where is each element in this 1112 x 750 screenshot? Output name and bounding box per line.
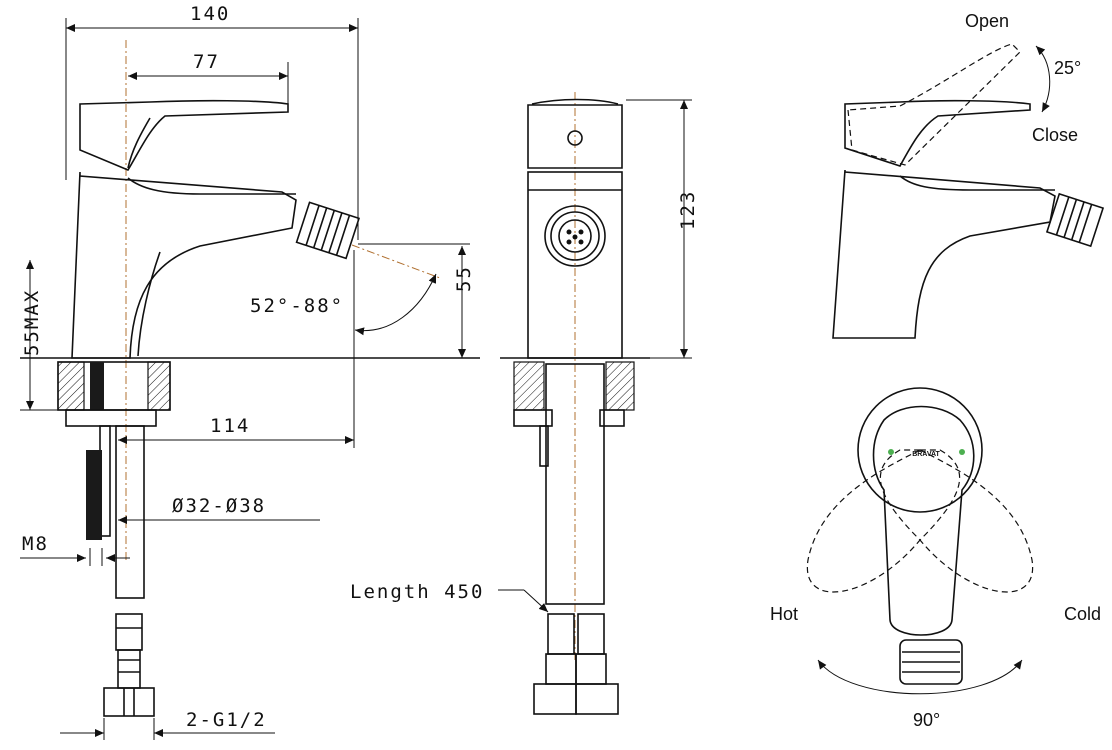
handle-side (79, 99, 289, 172)
lift-arc (1035, 45, 1051, 113)
handle-open-dashed (847, 43, 1021, 166)
top-body-circle (857, 387, 983, 513)
angle-arc-side (354, 273, 437, 336)
handle-screw-hole (567, 130, 583, 146)
dim-connector-text: 2-G1/2 (186, 709, 267, 731)
lever-hot-dashed (806, 449, 961, 593)
hose-connectors-front (533, 613, 619, 715)
faucet-body-rv (832, 169, 1056, 339)
hose-connector-side (103, 613, 155, 717)
faucet-body-side (71, 171, 297, 359)
lever-top (872, 405, 975, 636)
indicator-dot-right (959, 449, 965, 455)
indicator-dot-left (888, 449, 894, 455)
close-label: Close (1032, 125, 1078, 145)
mount-hatch-left (57, 361, 85, 411)
dim-m8-text: M8 (22, 533, 49, 555)
open-label: Open (965, 11, 1009, 31)
hot-label: Hot (770, 604, 798, 624)
dim-123-text: 123 (677, 190, 699, 230)
lift-angle-text: 25° (1054, 58, 1081, 78)
front-view: 123 Length 450 (350, 92, 699, 715)
aerator-side (295, 201, 361, 260)
dim-55-text: 55 (453, 265, 475, 292)
dim-55max-text: 55MAX (21, 289, 43, 356)
aerator-front (544, 205, 606, 267)
aerator-rv (1045, 192, 1105, 248)
dim-114-text: 114 (210, 415, 250, 437)
top-view: BRAVAT Hot Cold 90° (770, 387, 1101, 730)
hose-length-text: Length 450 (350, 581, 484, 603)
stud-rod (86, 450, 102, 540)
hose-side (115, 425, 145, 599)
spray-line (351, 244, 441, 279)
rotation-arc (817, 659, 1023, 695)
side-view: 140 77 55 52°-88° (20, 3, 480, 740)
dim-hole-text: Ø32-Ø38 (172, 495, 266, 517)
angle-spout-text: 52°-88° (250, 295, 344, 317)
handle-front (527, 104, 623, 169)
cold-label: Cold (1064, 604, 1101, 624)
handle-closed (844, 99, 1031, 167)
brand-logo: BRAVAT (912, 451, 940, 458)
rotation-angle-text: 90° (913, 710, 940, 730)
dim-77-text: 77 (193, 51, 220, 73)
dim-140-text: 140 (190, 3, 230, 25)
lever-lift-view: Open Close 25° (832, 11, 1105, 339)
hose-front (545, 363, 605, 605)
mount-hatch-right (147, 361, 171, 411)
